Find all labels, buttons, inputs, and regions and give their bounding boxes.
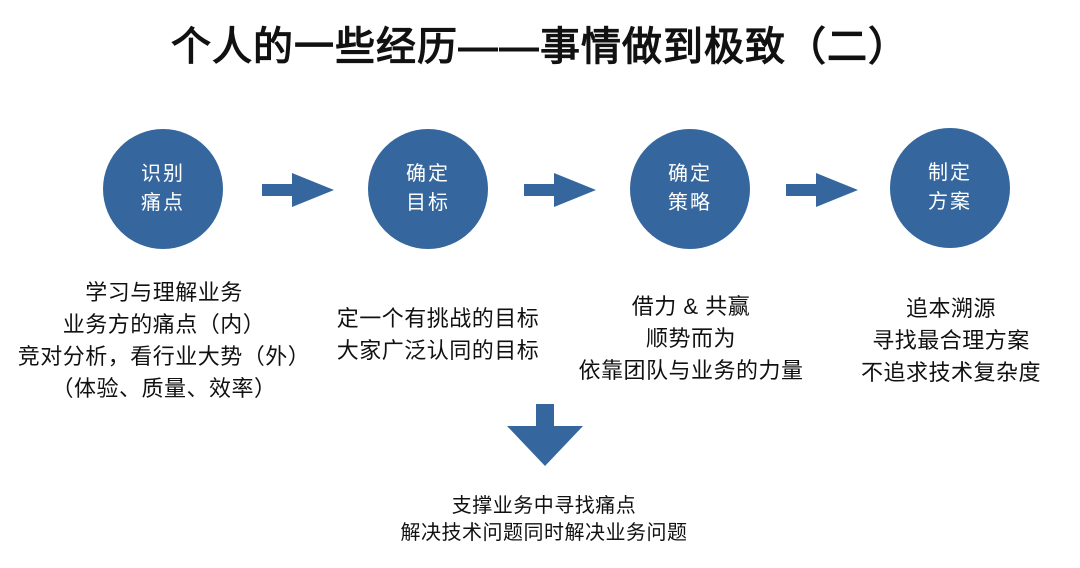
note-line: 借力 & 共赢 xyxy=(631,294,751,319)
conclusion-line: 支撑业务中寻找痛点 xyxy=(451,495,637,517)
step-notes-2: 定一个有挑战的目标 大家广泛认同的目标 xyxy=(278,303,598,367)
slide-title: 个人的一些经历——事情做到极致（二） xyxy=(171,25,909,69)
note-line: 定一个有挑战的目标 xyxy=(336,306,540,331)
note-line: 业务方的痛点（内） xyxy=(62,312,266,337)
step-circle-1-label-line: 识别 xyxy=(141,163,185,185)
step-circle-1: 识别 痛点 xyxy=(103,129,223,249)
step-circle-3-label-line: 策略 xyxy=(668,192,712,214)
step-circle-2: 确定 目标 xyxy=(368,129,488,249)
step-circle-3: 确定 策略 xyxy=(630,129,750,249)
note-line: 顺势而为 xyxy=(645,326,736,351)
conclusion-text: 支撑业务中寻找痛点 解决技术问题同时解决业务问题 xyxy=(344,493,744,547)
arrow-down-icon xyxy=(507,404,583,466)
note-line: 追本溯源 xyxy=(905,296,996,321)
step-circle-2-label-line: 确定 xyxy=(406,163,450,185)
step-circle-4-label-line: 制定 xyxy=(928,162,972,184)
conclusion-line: 解决技术问题同时解决业务问题 xyxy=(400,522,688,544)
step-notes-4: 追本溯源 寻找最合理方案 不追求技术复杂度 xyxy=(791,293,1080,389)
arrow-right-icon xyxy=(524,173,596,207)
step-circle-4: 制定 方案 xyxy=(890,128,1010,248)
step-circle-4-label-line: 方案 xyxy=(928,191,972,213)
note-line: 竞对分析，看行业大势（外） xyxy=(17,344,311,369)
step-notes-1: 学习与理解业务 业务方的痛点（内） 竞对分析，看行业大势（外） （体验、质量、效… xyxy=(4,277,324,405)
step-notes-3: 借力 & 共赢 顺势而为 依靠团队与业务的力量 xyxy=(531,291,851,387)
arrow-right-icon xyxy=(262,173,334,207)
note-line: 寻找最合理方案 xyxy=(872,328,1030,353)
note-line: 大家广泛认同的目标 xyxy=(336,338,540,363)
step-circle-2-label-line: 目标 xyxy=(406,192,450,214)
note-line: 依靠团队与业务的力量 xyxy=(578,358,804,383)
note-line: 不追求技术复杂度 xyxy=(860,360,1041,385)
arrow-right-icon xyxy=(786,173,858,207)
note-line: 学习与理解业务 xyxy=(85,280,243,305)
step-circle-1-label-line: 痛点 xyxy=(141,192,185,214)
step-circle-3-label-line: 确定 xyxy=(668,163,712,185)
note-line: （体验、质量、效率） xyxy=(51,376,277,401)
